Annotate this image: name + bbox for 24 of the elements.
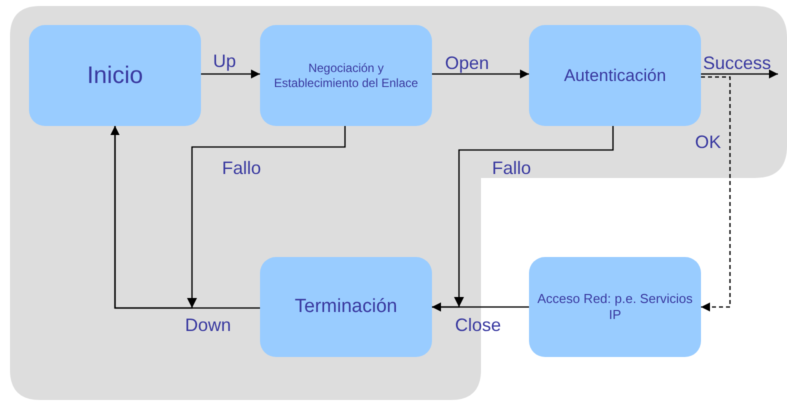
arrow [701,70,778,78]
edge-label: Open [445,52,490,74]
edge-label: Close [455,314,502,336]
edge-label: Down [185,314,232,336]
state-box [260,25,432,126]
arrow [701,76,731,312]
edge-label: Fallo [222,157,262,180]
edge-label: Success [703,52,772,74]
state-label: Terminación [294,295,398,319]
arrow [110,126,260,309]
edge-label: Up [213,50,236,72]
state-box [260,257,432,357]
state-label: Inicio [86,60,144,90]
state-box [29,25,201,126]
edge-label: OK [695,131,722,154]
state-label: Autenticación [564,64,666,86]
arrow [432,70,529,78]
arrow [432,302,529,312]
state-label: Negociación y Establecimiento del Enlace [272,60,420,90]
arrow [201,70,260,78]
state-label: Acceso Red: p.e. Servicios IP [537,290,693,324]
state-box [529,25,701,126]
edge-label: Fallo [492,157,532,180]
state-box [529,257,701,357]
